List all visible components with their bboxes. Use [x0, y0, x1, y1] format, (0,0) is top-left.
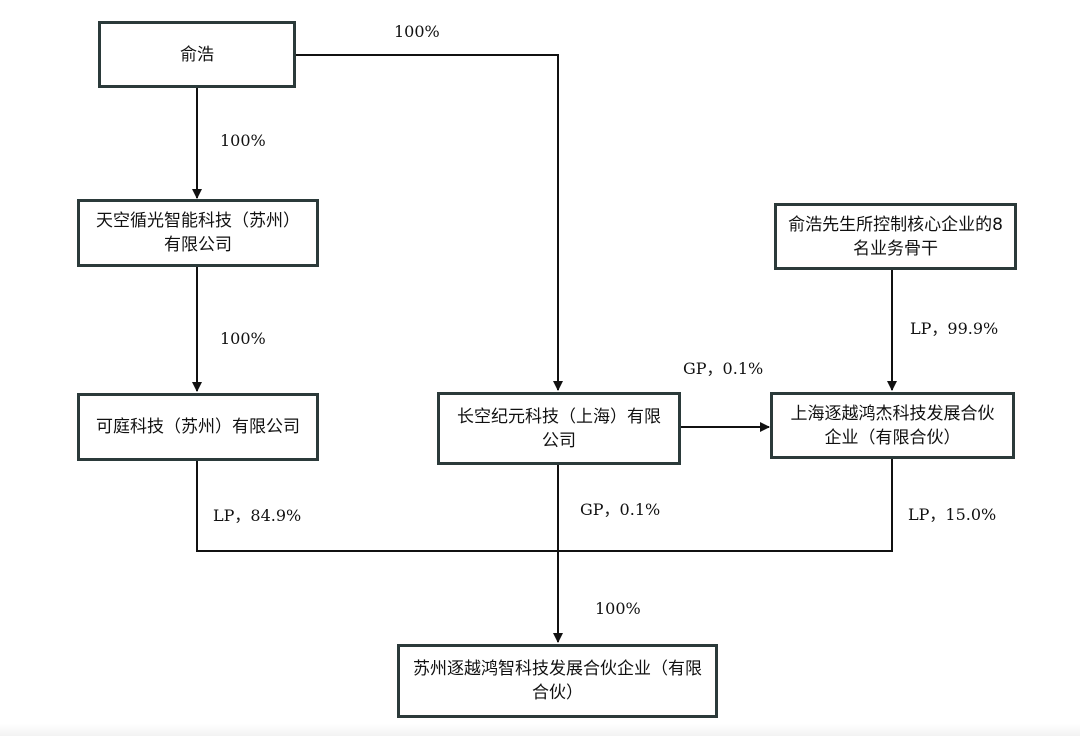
node-suzhou-zhuyue-label: 苏州逐越鸿智科技发展合伙企业（有限合伙）: [413, 659, 702, 703]
label-changkong-to-shanghai: GP，0.1%: [683, 359, 764, 378]
node-shanghai-zhuyue-label: 上海逐越鸿杰科技发展合伙企业（有限合伙）: [790, 403, 995, 448]
node-keting: 可庭科技（苏州）有限公司: [77, 393, 319, 461]
node-suzhou-zhuyue: 苏州逐越鸿智科技发展合伙企业（有限合伙）: [397, 644, 718, 718]
node-tiankong-label: 天空循光智能科技（苏州）有限公司: [96, 211, 300, 255]
node-changkong: 长空纪元科技（上海）有限公司: [437, 392, 681, 465]
node-changkong-label: 长空纪元科技（上海）有限公司: [457, 406, 661, 451]
node-tiankong: 天空循光智能科技（苏州）有限公司: [77, 199, 319, 267]
label-shanghai-to-suzhou: LP，15.0%: [908, 505, 997, 524]
label-tiankong-to-keting: 100%: [220, 329, 266, 348]
label-changkong-to-suzhou: GP，0.1%: [580, 500, 661, 519]
label-yu-to-changkong: 100%: [394, 22, 440, 41]
node-keting-label: 可庭科技（苏州）有限公司: [96, 417, 300, 437]
node-backbone-label: 俞浩先生所控制核心企业的8名业务骨干: [788, 214, 1003, 259]
edge-yu-to-changkong: [296, 54, 563, 391]
node-yu-hao: 俞浩: [98, 21, 296, 88]
label-total-to-suzhou: 100%: [595, 599, 641, 618]
label-yu-to-tiankong: 100%: [220, 131, 266, 150]
label-keting-to-suzhou: LP，84.9%: [213, 506, 302, 525]
node-yu-hao-label: 俞浩: [180, 44, 214, 65]
bottom-edge: [0, 724, 1080, 736]
label-backbone-to-shanghai: LP，99.9%: [910, 319, 999, 338]
node-backbone: 俞浩先生所控制核心企业的8名业务骨干: [774, 203, 1017, 270]
node-shanghai-zhuyue: 上海逐越鸿杰科技发展合伙企业（有限合伙）: [770, 392, 1015, 459]
